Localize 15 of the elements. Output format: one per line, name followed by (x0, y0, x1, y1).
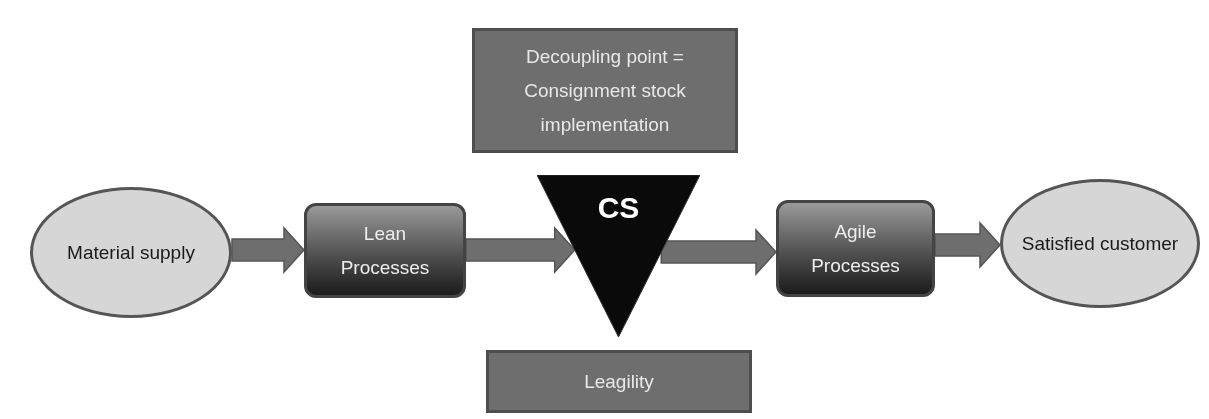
process-box (304, 203, 466, 298)
process-box (776, 200, 935, 297)
note-box (486, 350, 752, 413)
node-label: Agile Processes (810, 219, 901, 278)
block-arrow (934, 221, 1001, 269)
node-label: Material supply (67, 240, 195, 265)
node-label: Decoupling point = Consignment stock implementation (523, 44, 687, 137)
block-arrow (231, 226, 305, 274)
block-arrow (465, 226, 576, 274)
note-box (472, 28, 738, 153)
node-label: Lean Processes (339, 221, 431, 280)
node-label: Satisfied customer (1021, 231, 1179, 256)
node-label: Leagility (584, 369, 654, 394)
triangle-label: CS (596, 193, 641, 223)
block-arrow (660, 228, 777, 276)
